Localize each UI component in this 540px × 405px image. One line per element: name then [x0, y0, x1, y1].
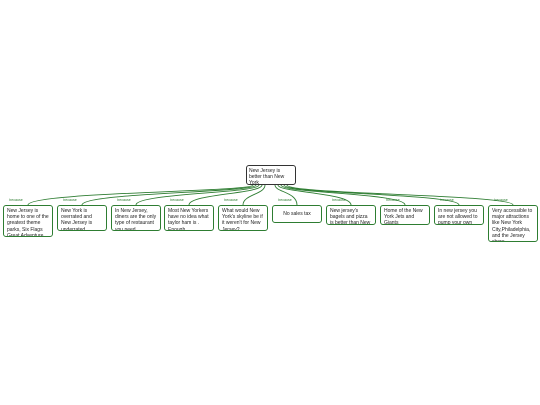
edge-label-2: because — [63, 198, 77, 202]
edge-label-7: because — [332, 198, 346, 202]
edge-label-10: because — [494, 198, 508, 202]
reason-node-accessible[interactable]: Very accessible to major attractions lik… — [488, 205, 538, 242]
reason-node-text: Very accessible to major attractions lik… — [492, 208, 533, 241]
reason-node-sales-tax[interactable]: No sales tax — [272, 205, 322, 223]
reason-node-skyline[interactable]: What would New York's skyline be if it w… — [218, 205, 268, 231]
connector-line-3 — [135, 184, 260, 206]
reason-node-text: What would New York's skyline be if it w… — [222, 208, 263, 231]
root-node-text: New Jersey is better than New York — [249, 167, 285, 185]
edge-label-1: because — [9, 198, 23, 202]
reason-node-six-flags[interactable]: New Jersey is home to one of the greates… — [3, 205, 53, 237]
connector-line-5 — [242, 184, 266, 206]
reason-node-text: Most New Yorkers have no idea what taylo… — [168, 208, 209, 231]
connector-line-10 — [286, 184, 514, 206]
reason-node-text: In new jersey you are not allowed to pum… — [438, 208, 478, 225]
connector-line-1 — [27, 184, 254, 206]
connector-line-2 — [81, 184, 257, 206]
reason-node-text: New York is overrated and New Jersey is … — [61, 208, 93, 231]
edge-label-3: because — [117, 198, 131, 202]
edge-label-5: because — [224, 198, 238, 202]
reason-node-bagels-pizza[interactable]: New jersey's bagels and pizza is better … — [326, 205, 376, 225]
reason-node-taylor-ham[interactable]: Most New Yorkers have no idea what taylo… — [164, 205, 214, 231]
edge-label-9: because — [440, 198, 454, 202]
edge-label-8: because — [386, 198, 400, 202]
connector-line-9 — [283, 184, 460, 206]
reason-node-text: No sales tax — [283, 211, 311, 217]
reason-node-text: Home of the New York Jets and Giants — [384, 208, 423, 225]
connector-line-6 — [274, 184, 298, 206]
connector-line-4 — [188, 184, 263, 206]
connector-line-7 — [277, 184, 352, 206]
reason-node-text: New jersey's bagels and pizza is better … — [330, 208, 371, 225]
reason-node-text: New Jersey is home to one of the greates… — [7, 208, 49, 237]
connector-line-8 — [280, 184, 406, 206]
reason-node-pump-gas[interactable]: In new jersey you are not allowed to pum… — [434, 205, 484, 225]
reason-node-text: In New Jersey, diners are the only type … — [115, 208, 157, 231]
edge-label-4: because — [170, 198, 184, 202]
reason-node-jets-giants[interactable]: Home of the New York Jets and Giants — [380, 205, 430, 225]
root-node[interactable]: New Jersey is better than New York — [246, 165, 296, 185]
reason-node-overrated[interactable]: New York is overrated and New Jersey is … — [57, 205, 107, 231]
edge-label-6: because — [278, 198, 292, 202]
reason-node-diners[interactable]: In New Jersey, diners are the only type … — [111, 205, 161, 231]
